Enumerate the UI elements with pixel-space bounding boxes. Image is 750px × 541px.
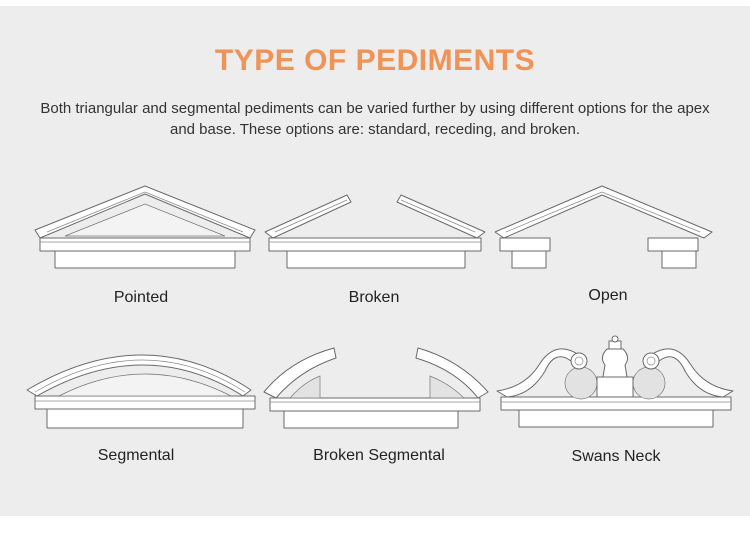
broken-segmental-pediment-illustration	[260, 340, 500, 450]
page-title: TYPE OF PEDIMENTS	[214, 44, 536, 77]
label-segmental: Segmental	[97, 447, 175, 464]
label-swans-neck: Swans Neck	[571, 448, 661, 465]
label-broken-segmental: Broken Segmental	[313, 447, 445, 464]
segmental-pediment-illustration	[25, 340, 265, 450]
label-broken: Broken	[348, 289, 400, 306]
swans-neck-pediment-illustration	[495, 335, 735, 445]
intro-description: Both triangular and segmental pediments …	[40, 100, 710, 138]
label-open: Open	[588, 287, 628, 304]
label-pointed: Pointed	[113, 289, 169, 306]
pointed-pediment-illustration	[25, 180, 265, 290]
broken-pediment-illustration	[255, 180, 495, 290]
open-pediment-illustration	[490, 180, 730, 290]
